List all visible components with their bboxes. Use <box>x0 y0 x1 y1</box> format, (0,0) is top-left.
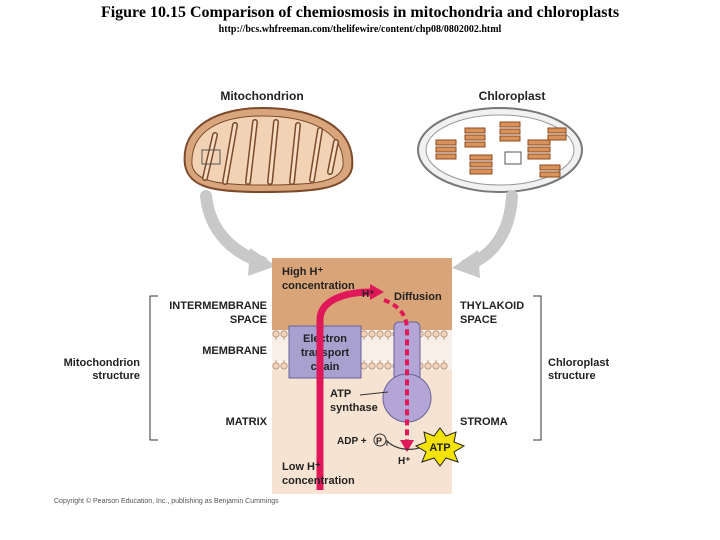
chloroplast-label: Chloroplast <box>479 89 546 103</box>
high-h-label-2: concentration <box>282 280 355 292</box>
high-h-label-1: High H⁺ <box>282 266 323 278</box>
phospholipid-head <box>440 330 448 338</box>
phospholipid-head <box>432 330 440 338</box>
chloroplast-illustration <box>417 107 583 193</box>
atp-synthase-label-2: synthase <box>330 402 378 414</box>
page-title: Figure 10.15 Comparison of chemiosmosis … <box>100 4 620 21</box>
h-plus-top: H⁺ <box>362 289 375 300</box>
electron-transport-chain <box>288 325 362 379</box>
phospholipid-head <box>360 362 368 370</box>
phospholipid-head <box>384 362 392 370</box>
phospholipid-head <box>272 330 280 338</box>
atp-synthase <box>382 321 432 423</box>
chloro-structure-label-2: structure <box>548 370 596 382</box>
phospholipid-head <box>432 362 440 370</box>
adp-label: ADP + <box>337 436 367 447</box>
membrane-label: MEMBRANE <box>202 345 267 357</box>
atp-product-label: ATP <box>429 442 450 454</box>
low-h-label-2: concentration <box>282 475 355 487</box>
arrow-from-chloroplast <box>452 250 480 278</box>
phospholipid-head <box>368 330 376 338</box>
phospholipid-head <box>360 330 368 338</box>
phospholipid-head <box>424 362 432 370</box>
diffusion-label: Diffusion <box>394 291 442 303</box>
mito-structure-label-1: Mitochondrion <box>64 357 141 369</box>
matrix-label: MATRIX <box>226 416 268 428</box>
diffusion-arrow <box>383 298 409 440</box>
atp-synthase-label-1: ATP <box>330 388 351 400</box>
phospholipid-head <box>376 362 384 370</box>
arrow-from-mitochondrion <box>248 248 276 276</box>
source-url[interactable]: http://bcs.whfreeman.com/thelifewire/con… <box>218 24 502 35</box>
thylakoid-label-2: SPACE <box>460 314 497 326</box>
etc-label-1: Electron <box>303 333 347 345</box>
phospholipid-head <box>280 362 288 370</box>
mitochondrion-illustration <box>183 106 354 194</box>
mito-structure-label-2: structure <box>92 370 140 382</box>
left-bracket <box>149 295 158 441</box>
intermembrane-label-2: SPACE <box>230 314 267 326</box>
phospholipid-head <box>272 362 280 370</box>
atp-starburst <box>414 427 466 467</box>
intermembrane-label-1: INTERMEMBRANE <box>169 300 267 312</box>
h-plus-bottom: H⁺ <box>398 456 411 467</box>
phospholipid-head <box>424 330 432 338</box>
phospholipid-head <box>376 330 384 338</box>
phospholipid-head <box>368 362 376 370</box>
pi-subscript: i <box>386 441 388 448</box>
pi-label: P <box>376 436 382 446</box>
copyright-notice: Copyright © Pearson Education, Inc., pub… <box>54 498 279 505</box>
phospholipid-head <box>384 330 392 338</box>
thylakoid-label-1: THYLAKOID <box>460 300 524 312</box>
chloro-structure-label-1: Chloroplast <box>548 357 609 369</box>
phospholipid-head <box>440 362 448 370</box>
stroma-label: STROMA <box>460 416 508 428</box>
right-bracket <box>533 295 542 441</box>
mitochondrion-label: Mitochondrion <box>220 89 303 103</box>
etc-label-3: chain <box>311 361 340 373</box>
etc-label-2: transport <box>301 347 350 359</box>
phospholipid-head <box>280 330 288 338</box>
low-h-label-1: Low H⁺ <box>282 461 321 473</box>
proton-pump-arrow <box>316 288 373 490</box>
